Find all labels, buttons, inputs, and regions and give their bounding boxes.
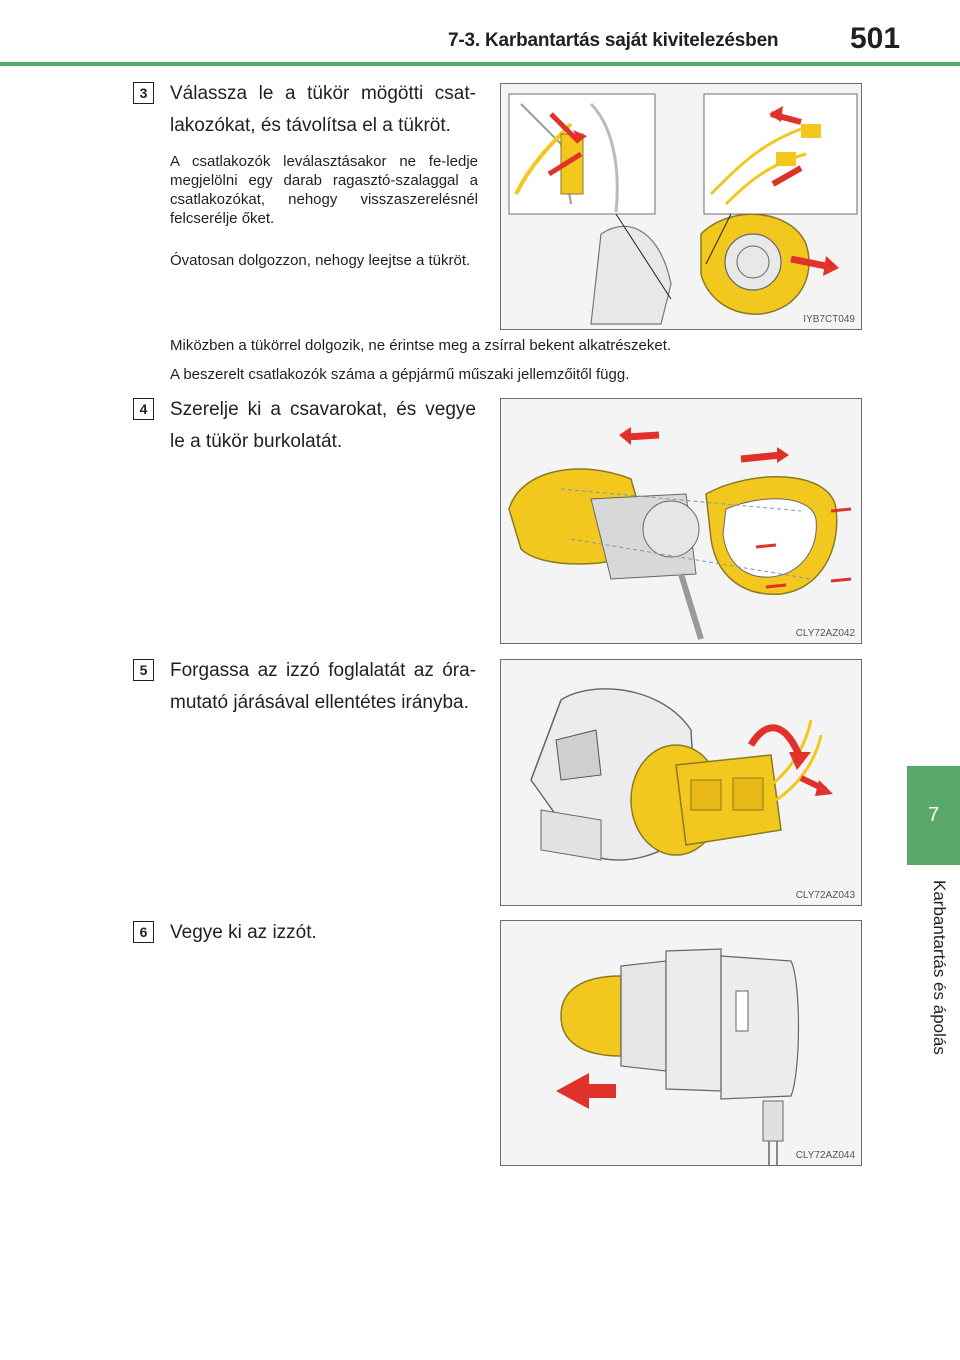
figure-code: CLY72AZ042 — [795, 628, 855, 639]
chapter-tab-label: Karbantartás és ápolás — [930, 880, 949, 1055]
step-3-caution-1: Miközben a tükörrel dolgozik, ne érintse… — [170, 337, 672, 354]
figure-code: IYB7CT049 — [803, 314, 855, 325]
figure-mirror-cover: CLY72AZ042 — [500, 398, 862, 644]
step-6-text: Vegye ki az izzót. — [170, 922, 317, 943]
chapter-title: 7-3. Karbantartás saját kivitelezésben — [448, 30, 779, 51]
step-3-note-1: A csatlakozók leválasztásakor ne fe-ledj… — [170, 153, 478, 227]
chapter-tab[interactable]: 7 — [907, 766, 960, 865]
figure-code: CLY72AZ043 — [795, 890, 855, 901]
step-3-note-2: Óvatosan dolgozzon, nehogy leejtse a tük… — [170, 252, 471, 269]
step-3-text: Válassza le a tükör mögötti csat-lakozók… — [170, 83, 476, 136]
figure-remove-bulb: CLY72AZ044 — [500, 920, 862, 1166]
step-number-5: 5 — [133, 659, 154, 681]
step-number-6: 6 — [133, 921, 154, 943]
step-5-text: Forgassa az izzó foglalatát az óra-mutat… — [170, 660, 476, 713]
figure-code: CLY72AZ044 — [795, 1150, 855, 1161]
figure-bulb-socket-rotate: CLY72AZ043 — [500, 659, 862, 906]
header-divider — [0, 62, 960, 66]
page-number: 501 — [850, 22, 901, 55]
figure-mirror-connectors: IYB7CT049 — [500, 83, 862, 330]
chapter-tab-number: 7 — [927, 804, 940, 826]
step-number-3: 3 — [133, 82, 154, 104]
step-3-caution-2: A beszerelt csatlakozók száma a gépjármű… — [170, 366, 630, 383]
step-number-4: 4 — [133, 398, 154, 420]
step-4-text: Szerelje ki a csavarokat, és vegye le a … — [170, 399, 476, 452]
